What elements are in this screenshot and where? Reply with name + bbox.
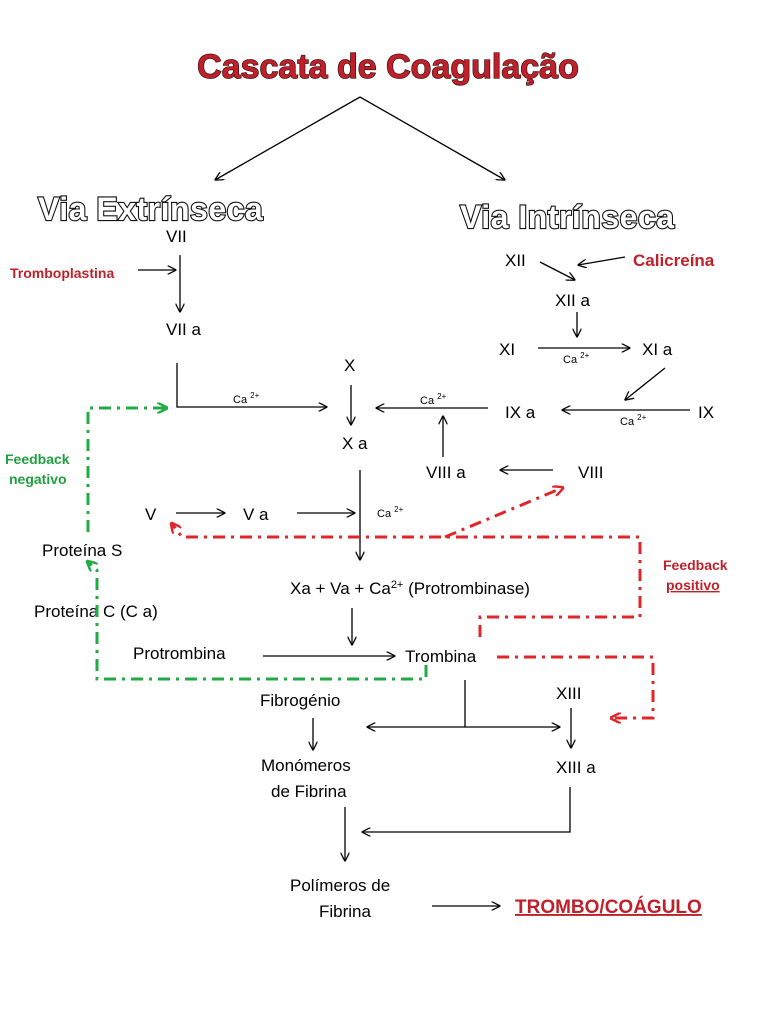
factor-viii-a: VIII a (426, 463, 466, 482)
calcium-label-ix: Ca 2+ (620, 413, 647, 428)
polimeros-label-line2: Fibrina (319, 902, 372, 921)
proteina-s-label: Proteína S (42, 541, 122, 560)
calcium-label-extrinsic: Ca 2+ (233, 391, 260, 406)
arrow-viia-to-xa (176, 363, 327, 407)
factor-xii: XII (505, 251, 526, 270)
feedback-positive-label-line2: positivo (666, 577, 720, 593)
monomeros-label-line1: Monómeros (261, 756, 351, 775)
feedback-positive-arrow-to-v (172, 524, 642, 637)
extrinsic-path-heading: Via Extrínseca (38, 191, 263, 227)
trombo-coagulo-label: TROMBO/COÁGULO (515, 896, 702, 918)
factor-v: V (145, 505, 157, 524)
protrombina-label: Protrombina (133, 644, 226, 663)
factor-x-a: X a (342, 434, 368, 453)
factor-xiii: XIII (556, 684, 582, 703)
arrow-xia-to-ix (625, 367, 666, 400)
calcium-label-va: Ca 2+ (377, 505, 404, 520)
trombina-label: Trombina (405, 647, 477, 666)
protrombinase-complex: Xa + Va + Ca2+ (Protrombinase) (290, 579, 530, 598)
factor-x: X (344, 356, 355, 375)
feedback-positive-arrow-to-viii (444, 488, 562, 539)
factor-v-a: V a (243, 505, 269, 524)
monomeros-label-line2: de Fibrina (271, 782, 347, 801)
intrinsic-path-heading: Via Intrínseca (460, 199, 675, 235)
arrow-to-intrinsic (359, 96, 505, 180)
feedback-positive-label-line1: Feedback (663, 557, 728, 573)
calcium-label-xi: Ca 2+ (563, 351, 590, 366)
feedback-negative-label-line1: Feedback (5, 451, 70, 467)
factor-ix-a: IX a (505, 403, 536, 422)
factor-xii-a: XII a (555, 291, 591, 310)
factor-vii-a: VII a (166, 320, 202, 339)
factor-xiii-a: XIII a (556, 758, 596, 777)
factor-viii: VIII (578, 463, 604, 482)
page-title: Cascata de Coagulação (197, 48, 579, 86)
arrow-calicreina (578, 256, 626, 265)
arrow-xii-to-xiia (539, 261, 575, 280)
factor-xi: XI (499, 340, 515, 359)
arrow-to-extrinsic (215, 96, 361, 180)
fibrogenio-label: Fibrogénio (260, 691, 340, 710)
feedback-negative-arrow-lower (88, 562, 428, 681)
calicreina-label: Calicreína (633, 251, 715, 270)
factor-ix: IX (698, 403, 714, 422)
tromboplastina-label: Tromboplastina (10, 265, 114, 281)
arrow-xiiia-to-polimeros (362, 787, 571, 832)
feedback-negative-label-line2: negativo (9, 471, 67, 487)
factor-vii: VII (166, 227, 187, 246)
polimeros-label-line1: Polímeros de (290, 876, 390, 895)
factor-xi-a: XI a (642, 340, 673, 359)
calcium-label-ixa: Ca 2+ (420, 392, 447, 407)
